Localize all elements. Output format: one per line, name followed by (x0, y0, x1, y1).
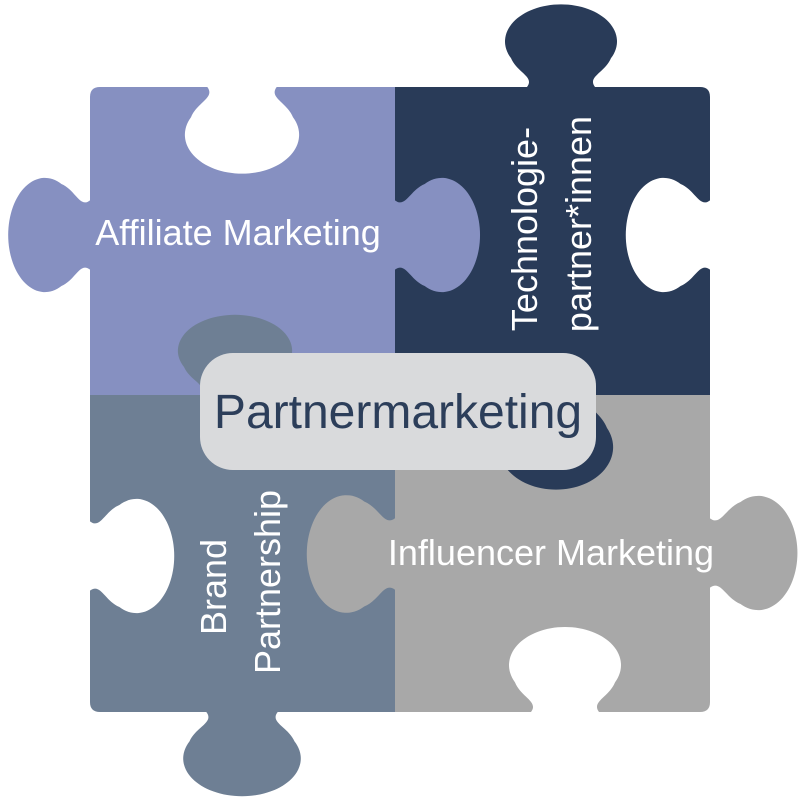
puzzle-piece-affiliate-body (90, 87, 395, 395)
label-technologie-line1: Technologie- (504, 127, 545, 331)
label-brand-partnership: Brand Partnership (193, 490, 288, 674)
label-brand-line1: Brand (193, 539, 234, 635)
tab-affiliate-left (8, 177, 90, 293)
tab-technologie-top (505, 4, 617, 87)
label-brand-line2: Partnership (247, 490, 288, 674)
tab-brand-bottom (183, 712, 301, 797)
center-label-box (200, 353, 596, 470)
puzzle-piece-brand-body (90, 395, 395, 712)
tab-influencer-right (710, 495, 798, 611)
label-influencer-marketing: Influencer Marketing (388, 532, 714, 573)
center-label-text: Partnermarketing (214, 386, 582, 439)
label-technologie-line2: partner*innen (558, 116, 599, 332)
puzzle-piece-technologie-body (395, 87, 710, 395)
label-affiliate-marketing: Affiliate Marketing (95, 212, 380, 253)
puzzle-piece-influencer-body (395, 395, 710, 712)
label-technologie-partnerinnen: Technologie- partner*innen (504, 116, 599, 332)
